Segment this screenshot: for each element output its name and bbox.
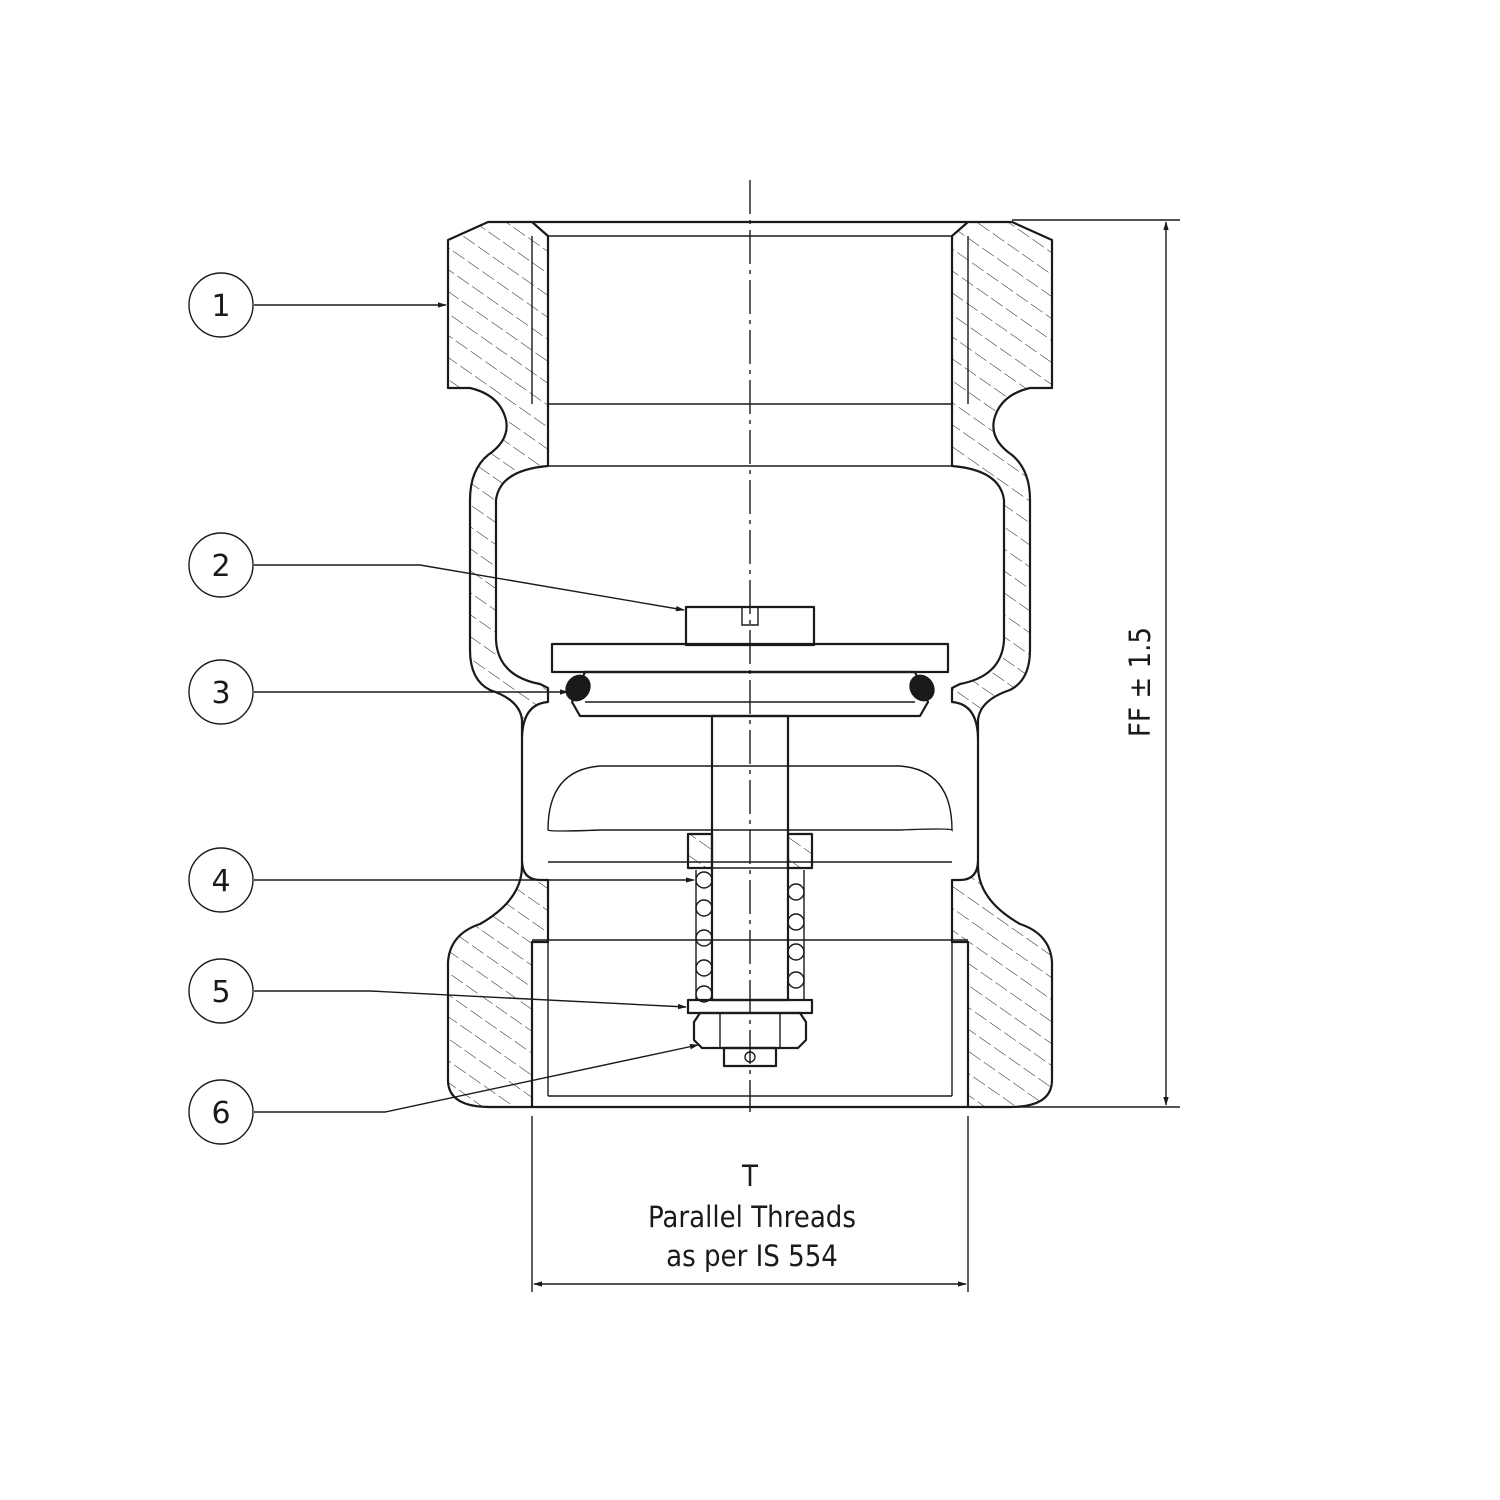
- callout-leaders: [254, 302, 699, 1113]
- o-ring-right: [909, 674, 935, 702]
- callout-number: 5: [211, 975, 230, 1010]
- height-dimension: FF ± 1.5: [1012, 219, 1180, 1108]
- thread-spec-line2: as per IS 554: [666, 1239, 838, 1273]
- height-dimension-label: FF ± 1.5: [1123, 627, 1157, 737]
- callout-5: 5: [188, 958, 254, 1024]
- callout-4: 4: [188, 847, 254, 913]
- callout-number: 3: [211, 676, 230, 711]
- callout-number: 1: [211, 289, 230, 324]
- thread-symbol: T: [741, 1159, 759, 1193]
- callout-6: 6: [188, 1079, 254, 1145]
- thread-dimension: T Parallel Threads as per IS 554: [531, 1116, 969, 1292]
- callout-3: 3: [188, 659, 254, 725]
- spring: [695, 870, 805, 1003]
- callout-number: 2: [211, 549, 230, 584]
- stem-guide: [686, 832, 714, 870]
- o-ring-left: [565, 674, 591, 702]
- body-right-wall: [950, 220, 1054, 1109]
- callout-number: 6: [211, 1096, 230, 1131]
- disc-cone: [570, 670, 930, 718]
- callout-number: 4: [211, 864, 230, 899]
- body-left-wall: [446, 220, 550, 1109]
- callout-1: 1: [188, 272, 254, 338]
- thread-spec-line1: Parallel Threads: [648, 1200, 856, 1234]
- lock-nut: [692, 1011, 808, 1050]
- callout-2: 2: [188, 532, 254, 598]
